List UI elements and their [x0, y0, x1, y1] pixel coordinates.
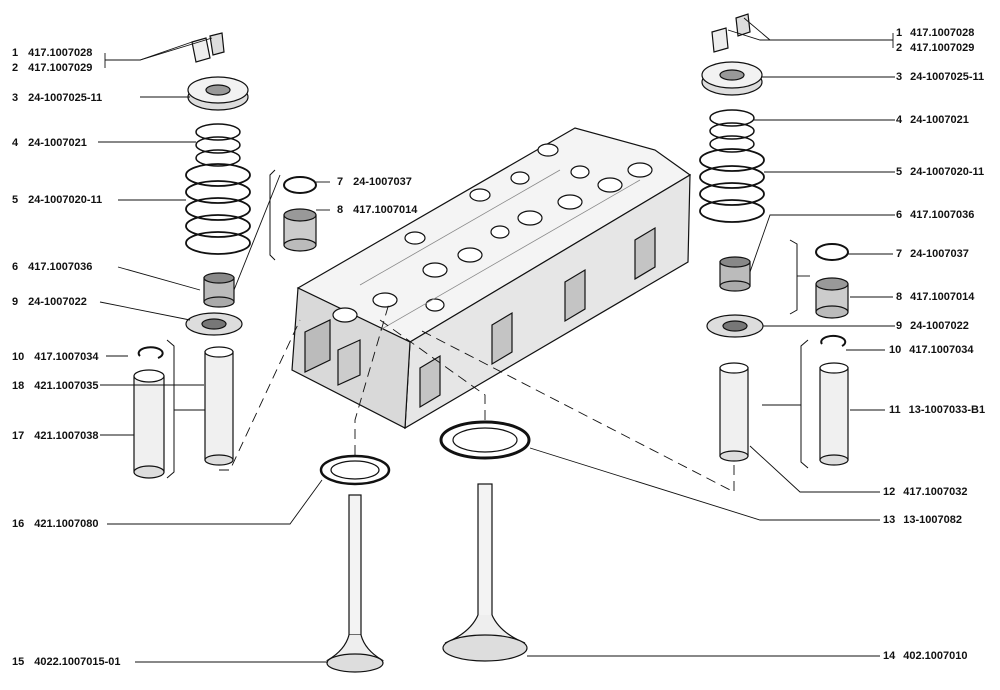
cylinder-head: [291, 127, 692, 430]
assembly-lines: [219, 299, 735, 493]
center-seal-parts: [269, 169, 317, 261]
left-valve-stack: [133, 32, 251, 479]
leader-lines: [98, 17, 895, 663]
right-valve-stack: [699, 13, 849, 469]
left-valve: [319, 454, 391, 673]
left-keeper: [191, 37, 211, 63]
right-valve: [439, 420, 531, 662]
